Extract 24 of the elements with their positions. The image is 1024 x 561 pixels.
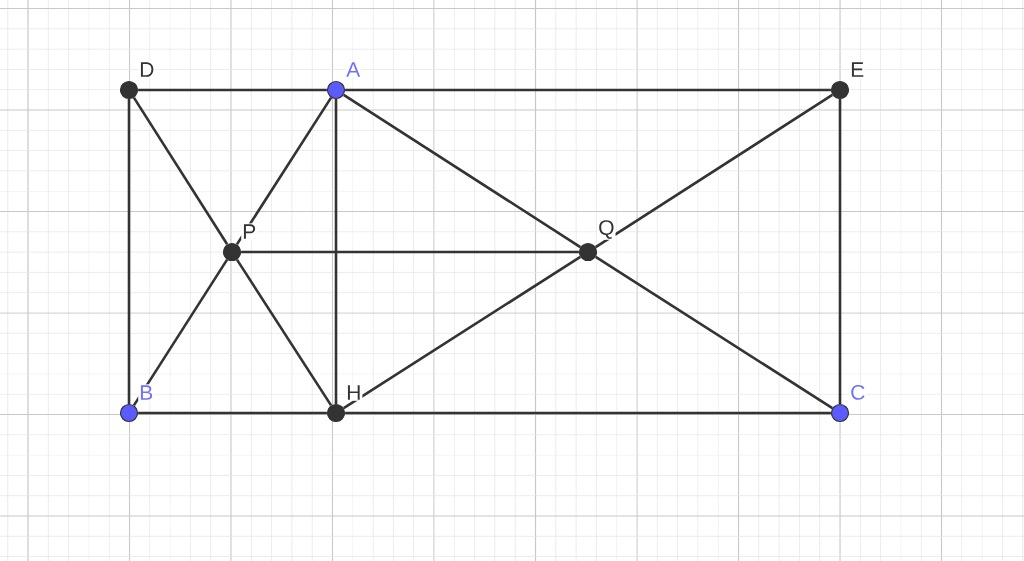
point-label: Q [597, 219, 616, 240]
line-segment [838, 99, 842, 404]
point-label: P [241, 223, 258, 240]
point-label: D [138, 61, 156, 78]
line-segment [138, 88, 327, 92]
line-segment [342, 93, 582, 249]
point-label: A [345, 61, 362, 78]
line-segment [132, 97, 229, 245]
line-segment [235, 258, 333, 407]
point-label: E [849, 61, 866, 78]
point-label: B [138, 384, 155, 401]
line-segment [132, 258, 229, 407]
line-segment [235, 96, 333, 246]
line-segment [345, 411, 831, 415]
line-segment [241, 250, 579, 254]
point-label: C [849, 383, 867, 401]
line-segment [334, 99, 338, 404]
line-segment [345, 88, 831, 92]
line-segment [594, 93, 834, 249]
line-segment [594, 255, 834, 410]
line-segment [127, 99, 131, 404]
line-segment [138, 411, 327, 415]
line-segment [343, 255, 582, 410]
point-label: H [345, 384, 363, 401]
